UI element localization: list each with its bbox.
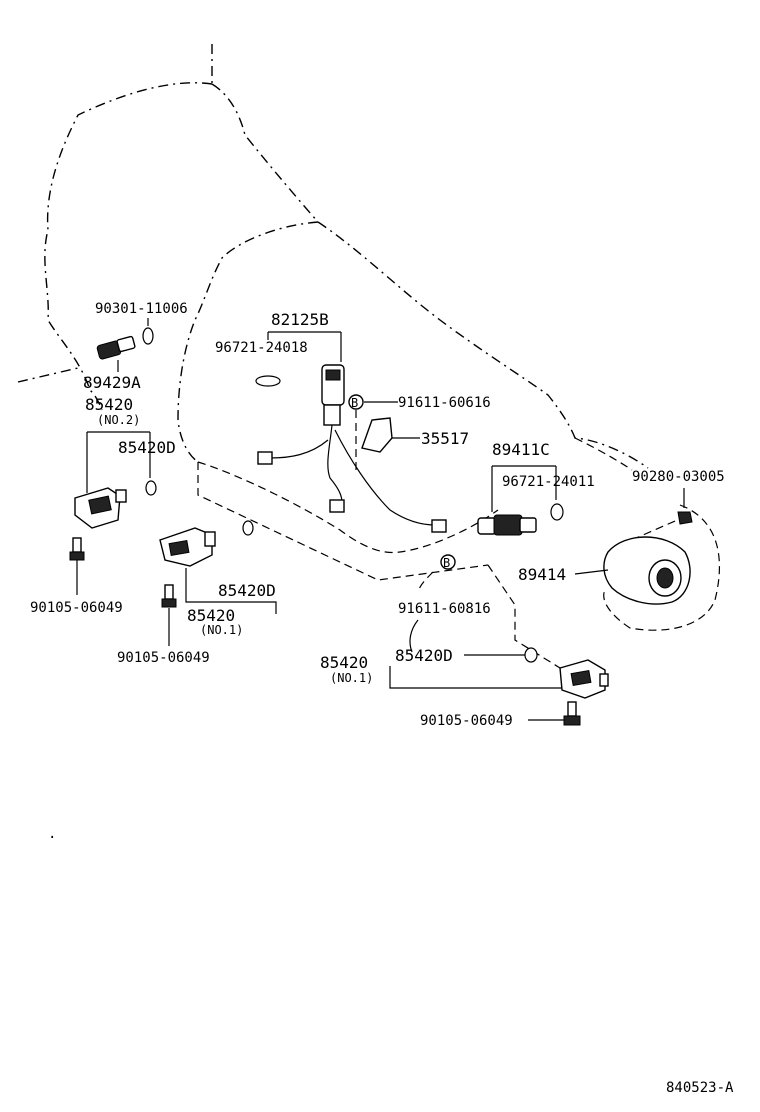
- label-90105-a: 90105-06049: [30, 600, 123, 616]
- bolt-90105-a-icon: [69, 537, 85, 561]
- clip-90280-icon: [677, 511, 693, 525]
- o-ring-85420d-c: [524, 647, 538, 663]
- solenoid-no1-right-icon: [559, 659, 609, 699]
- label-90280-03005: 90280-03005: [632, 469, 725, 485]
- label-85420d-a: 85420D: [118, 438, 176, 457]
- harness-plug-left: [257, 451, 273, 465]
- label-85420-no1-sub: (NO.1): [200, 623, 243, 637]
- label-89414: 89414: [518, 565, 566, 584]
- o-ring-96721-24018: [255, 375, 281, 387]
- registration-mark: .: [48, 826, 56, 842]
- harness-plug-middle: [329, 499, 345, 513]
- transmission-case-outline: [17, 44, 649, 469]
- solenoid-85420-no2-group: 85420 (NO.2) 85420D 90105-06049: [30, 395, 176, 616]
- sensor-89411c-icon: [477, 514, 537, 536]
- label-85420d-b: 85420D: [218, 581, 276, 600]
- label-85420-no2: 85420: [85, 395, 133, 414]
- marker-b-1: [348, 394, 364, 410]
- label-85420-no1b: 85420: [320, 653, 368, 672]
- label-96721-24011: 96721-24011: [502, 474, 595, 490]
- label-82125b: 82125B: [271, 310, 329, 329]
- harness-connector-icon: [321, 364, 345, 426]
- label-85420d-c: 85420D: [395, 646, 453, 665]
- harness-plug-right: [431, 519, 447, 533]
- o-ring-85420d-a: [145, 480, 157, 496]
- label-91611-60816: 91611-60816: [398, 601, 491, 617]
- solenoid-no1-left-icon: [159, 527, 216, 567]
- sensor-89411c-group: 89411C 96721-24011: [477, 440, 595, 536]
- marker-b-2: [440, 554, 456, 570]
- bolt-90105-c-icon: [563, 701, 581, 726]
- label-90105-c: 90105-06049: [420, 713, 513, 729]
- o-ring-85420d-b: [242, 520, 254, 536]
- sensor-89414-icon: [603, 536, 691, 605]
- marker-b-2-text: B: [443, 556, 450, 570]
- marker-b-1-text: B: [351, 396, 358, 410]
- solenoid-85420-no1-left-group: 85420D 85420 (NO.1) 90105-06049: [117, 520, 277, 666]
- label-85420-no1: 85420: [187, 606, 235, 625]
- solenoid-85420-no1-right-group: 85420 (NO.1) 85420D 90105-06049: [320, 646, 609, 729]
- label-90105-b: 90105-06049: [117, 650, 210, 666]
- label-89429a: 89429A: [83, 373, 141, 392]
- bracket-35517-group: B 91611-60616 35517: [348, 394, 491, 453]
- label-85420-no2-sub: (NO.2): [97, 413, 140, 427]
- diagram-code: 840523-A: [666, 1080, 734, 1096]
- solenoid-no2-icon: [74, 487, 127, 529]
- bolt-91611-60816-group: B 91611-60816: [398, 554, 491, 653]
- sensor-89414-group: 90280-03005 89414: [518, 437, 725, 605]
- wire-harness-82125b-group: 82125B 96721-24018: [215, 310, 447, 533]
- bracket-35517-icon: [361, 417, 393, 453]
- o-ring-96721-24011: [550, 503, 564, 521]
- label-90301-11006: 90301-11006: [95, 301, 188, 317]
- bolt-90105-b-icon: [161, 584, 177, 608]
- label-96721-24018: 96721-24018: [215, 340, 308, 356]
- label-91611-60616: 91611-60616: [398, 395, 491, 411]
- speed-sensor-89429a-group: 90301-11006 89429A: [83, 301, 188, 392]
- speed-sensor-89429a-icon: [96, 335, 136, 360]
- label-85420-no1b-sub: (NO.1): [330, 671, 373, 685]
- label-89411c: 89411C: [492, 440, 550, 459]
- o-ring-90301: [142, 327, 154, 345]
- label-35517: 35517: [421, 429, 469, 448]
